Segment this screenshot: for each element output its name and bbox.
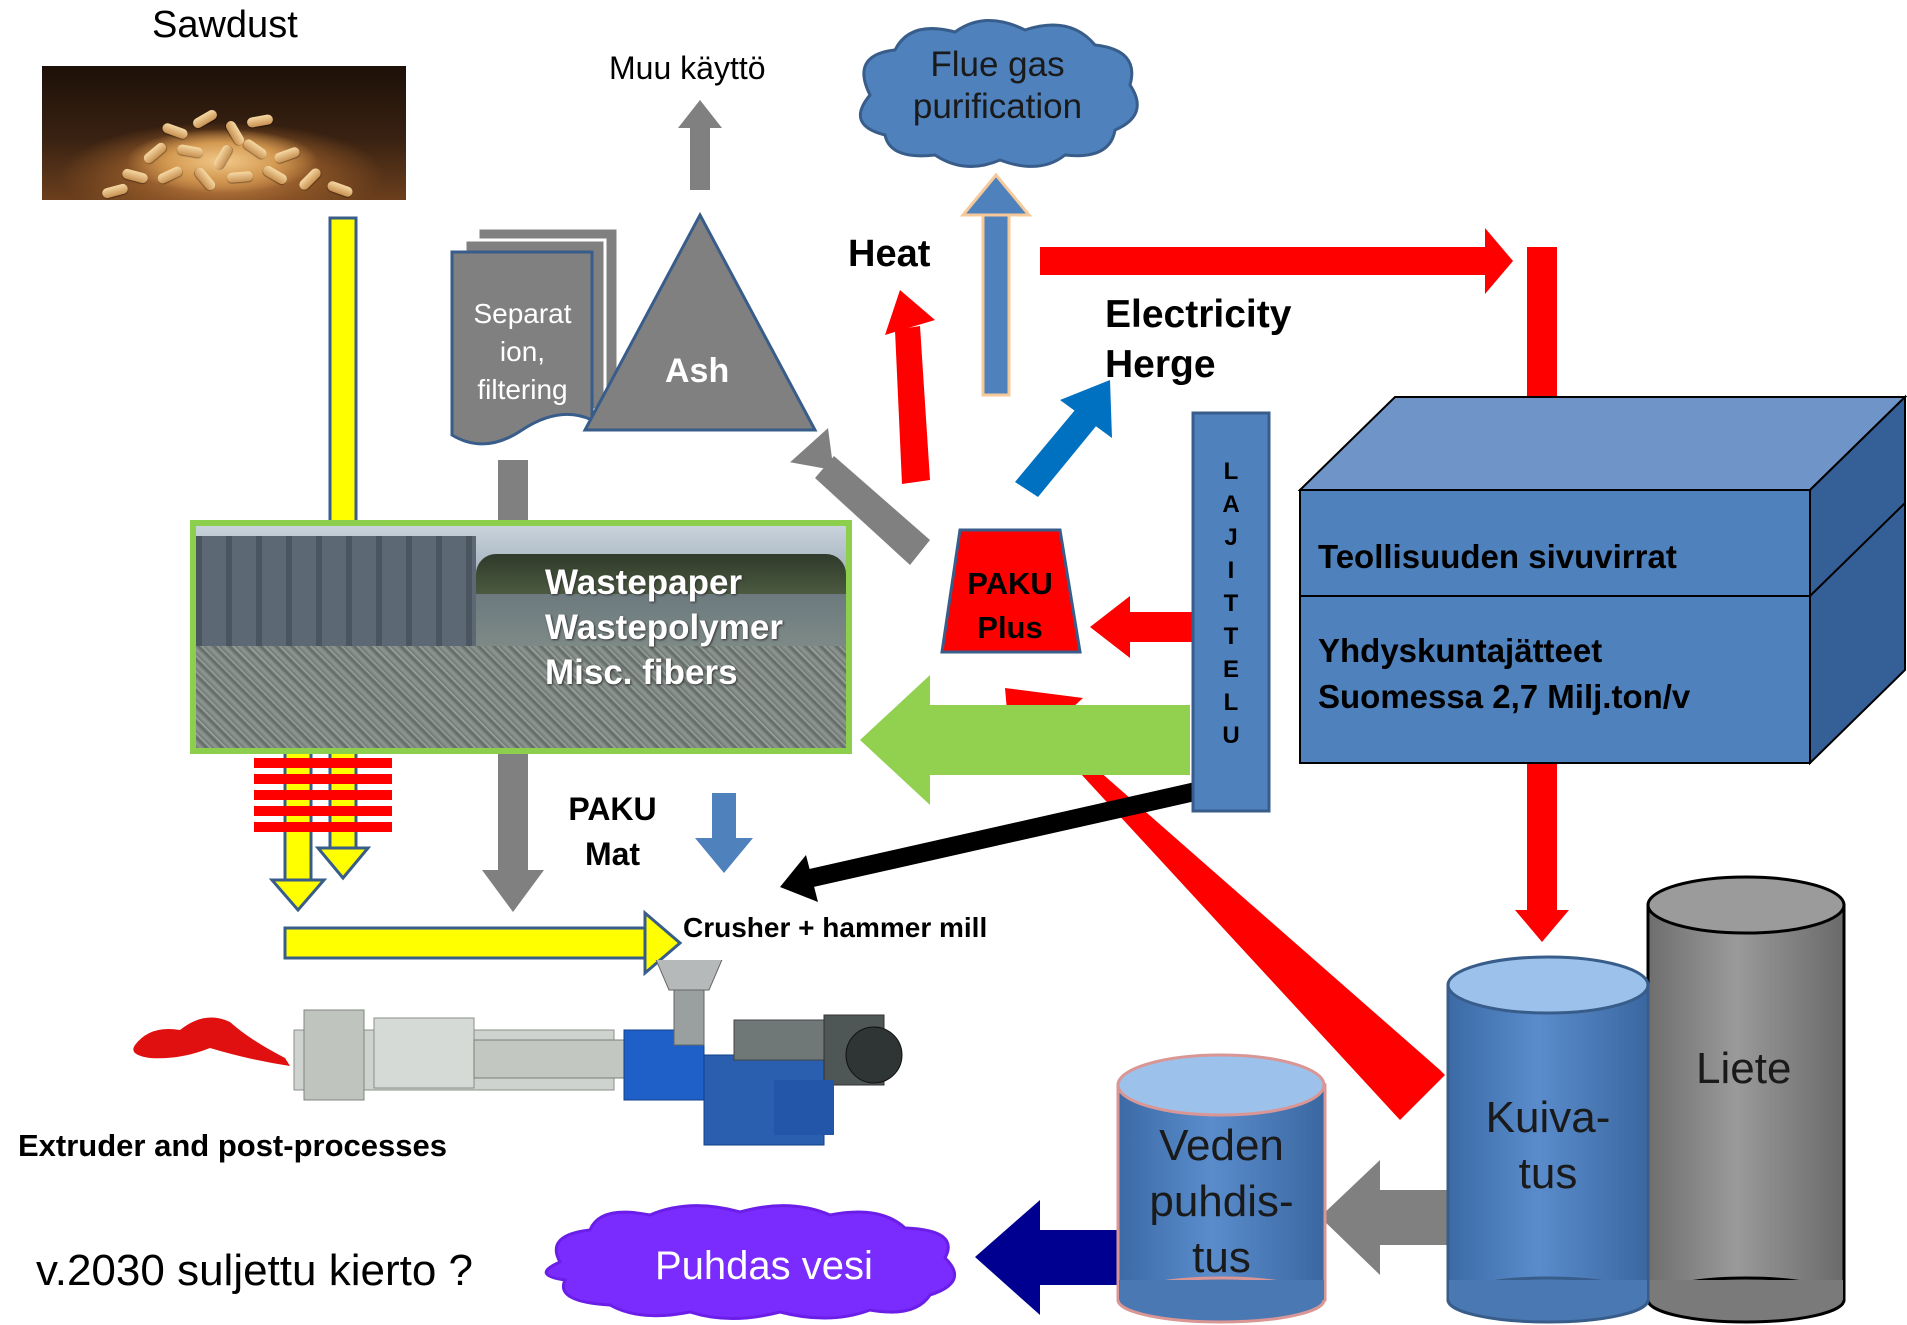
crusher-label: Crusher + hammer mill	[683, 912, 988, 943]
lajittelu-to-paku-arrow	[1090, 596, 1192, 658]
paku-mat-arrow	[695, 793, 753, 873]
liete-tank	[1646, 875, 1846, 1324]
paku-mat-line-1: PAKU	[568, 791, 657, 827]
lajittelu-letter-8: L	[1223, 689, 1239, 716]
separation-line-1: Separat	[473, 298, 572, 329]
lajittelu-letter-2: A	[1222, 491, 1240, 518]
paku-to-ash-arrow	[790, 428, 930, 565]
kuivatus-to-paku-arrow	[1005, 688, 1445, 1120]
lajittelu-to-waste-arrow	[860, 675, 1190, 805]
puhdas-vesi-cloud	[544, 1204, 956, 1320]
liete-label: Liete	[1696, 1044, 1792, 1093]
ash-to-muu-kaytto-arrow	[678, 100, 722, 190]
plant-to-kuivatus-arrow	[1515, 760, 1569, 942]
kuivatus-label: Kuiva- tus	[1448, 1090, 1648, 1202]
kuivatus-tank	[1446, 955, 1650, 1324]
red-hatch-mixer	[254, 758, 392, 832]
veden-line-1: Veden	[1159, 1121, 1284, 1170]
extruder-line-photo	[293, 960, 903, 1146]
waste-line-3: Misc. fibers	[545, 653, 738, 692]
teollisuuden-label: Teollisuuden sivuvirrat	[1318, 538, 1677, 575]
paku-mat-line-2: Mat	[584, 836, 641, 872]
separation-label: Separat ion, filtering	[455, 295, 590, 409]
flue-gas-label: Flue gas purification	[880, 44, 1115, 128]
paku-plus-reactor	[940, 528, 1082, 654]
lajittelu-letter-1: L	[1223, 458, 1239, 485]
lajittelu-bar	[1191, 411, 1271, 813]
sawdust-label: Sawdust	[152, 4, 298, 46]
veden-label: Veden puhdis- tus	[1118, 1118, 1325, 1286]
flue-gas-line-2: purification	[912, 87, 1083, 126]
separation-line-2: ion,	[499, 336, 546, 367]
ash-label: Ash	[665, 352, 730, 390]
veden-to-puhdas-vesi-arrow	[975, 1200, 1125, 1315]
lajittelu-letter-5: T	[1223, 590, 1239, 617]
lajittelu-letter-6: T	[1223, 623, 1239, 650]
kuivatus-line-1: Kuiva-	[1485, 1093, 1611, 1142]
wood-pellets-photo	[42, 66, 406, 200]
electricity-line-1: Electricity	[1105, 293, 1292, 336]
paku-mat-label: PAKU Mat	[545, 787, 680, 877]
veden-puhdistus-tank	[1116, 1053, 1327, 1324]
lajittelu-letter-3: J	[1224, 524, 1238, 551]
suljettu-kierto-label: v.2030 suljettu kierto ?	[36, 1246, 473, 1295]
veden-line-2: puhdis-	[1149, 1177, 1294, 1226]
paku-plus-label: PAKU Plus	[940, 562, 1080, 650]
flue-gas-line-1: Flue gas	[930, 45, 1065, 84]
electricity-label: Electricity Herge	[1105, 290, 1291, 390]
yhdyskunta-label: Yhdyskuntajätteet Suomessa 2,7 Milj.ton/…	[1318, 628, 1690, 720]
kuivatus-line-2: tus	[1518, 1149, 1578, 1198]
heat-to-plant-arrow	[1040, 228, 1513, 294]
separation-line-3: filtering	[477, 374, 568, 405]
lajittelu-letter-7: E	[1222, 656, 1239, 683]
lajittelu-letter-9: U	[1222, 722, 1240, 749]
lajittelu-letter-4: I	[1227, 557, 1235, 584]
veden-line-3: tus	[1192, 1233, 1251, 1282]
waste-yard-photo	[190, 520, 852, 754]
yhdyskunta-line-1: Yhdyskuntajätteet	[1318, 632, 1603, 669]
waste-line-1: Wastepaper	[545, 563, 743, 602]
waste-source-box	[1297, 394, 1907, 766]
paku-plus-line-1: PAKU	[967, 566, 1053, 601]
paku-to-heat-arrow	[885, 290, 935, 484]
waste-line-2: Wastepolymer	[545, 608, 783, 647]
flue-gas-cloud	[859, 19, 1139, 168]
lajittelu-to-crusher-arrow	[780, 782, 1200, 902]
paku-to-flue-gas-arrow	[959, 172, 1033, 397]
yellow-to-crusher-arrow	[283, 909, 683, 977]
red-pipe-vertical-top	[1527, 247, 1557, 397]
yhdyskunta-line-2: Suomessa 2,7 Milj.ton/v	[1318, 678, 1691, 715]
red-molded-part-icon	[133, 1017, 290, 1066]
lajittelu-label: L A J I T T E L U	[1193, 455, 1269, 752]
separation-document-icon	[450, 226, 620, 446]
waste-label: Wastepaper Wastepolymer Misc. fibers	[545, 560, 783, 695]
electricity-line-2: Herge	[1105, 343, 1216, 386]
ash-triangle	[582, 211, 818, 432]
muu-kaytto-label: Muu käyttö	[609, 50, 766, 86]
paku-plus-line-2: Plus	[977, 610, 1043, 645]
extruder-label: Extruder and post-processes	[18, 1128, 447, 1163]
paku-to-electricity-arrow	[1015, 380, 1112, 497]
heat-label: Heat	[848, 233, 931, 275]
puhdas-vesi-label: Puhdas vesi	[655, 1244, 873, 1288]
